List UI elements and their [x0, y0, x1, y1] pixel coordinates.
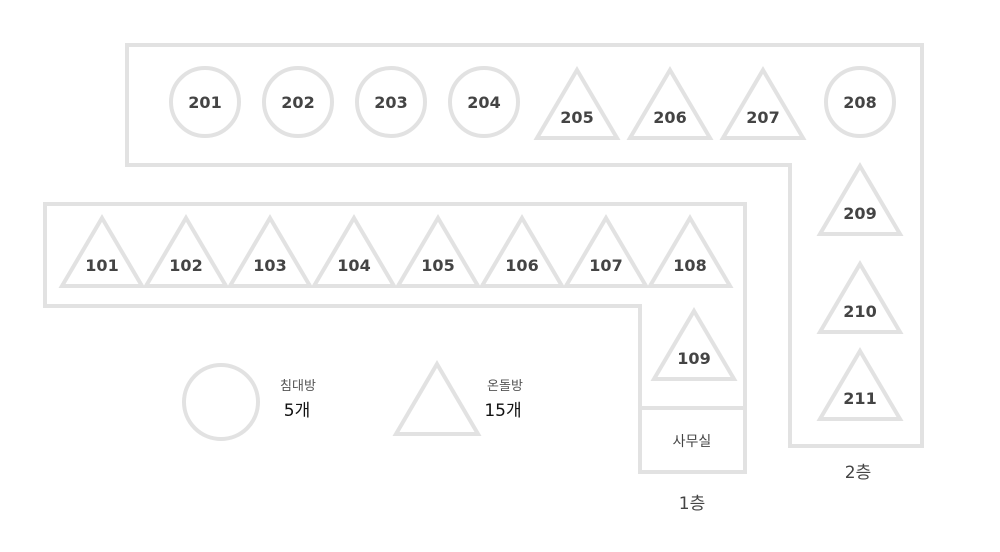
room-208: 208 — [824, 66, 896, 138]
room-number-label: 109 — [677, 349, 710, 368]
room-209: 209 — [816, 162, 904, 236]
room-number-label: 103 — [253, 256, 286, 275]
room-104: 104 — [310, 214, 398, 288]
legend-circle-icon — [182, 363, 260, 441]
room-number-label: 104 — [337, 256, 370, 275]
room-triangle-icon — [142, 214, 230, 288]
room-106: 106 — [478, 214, 566, 288]
room-number-label: 209 — [843, 204, 876, 223]
floor2-label: 2층 — [845, 463, 871, 483]
room-circle-icon — [262, 66, 334, 138]
legend-triangle-count: 15개 — [484, 401, 521, 421]
room-211: 211 — [816, 347, 904, 421]
room-number-label: 206 — [653, 108, 686, 127]
room-circle-icon — [169, 66, 241, 138]
room-101: 101 — [58, 214, 146, 288]
room-triangle-icon — [478, 214, 566, 288]
room-203: 203 — [355, 66, 427, 138]
room-triangle-icon — [816, 347, 904, 421]
room-triangle-icon — [394, 214, 482, 288]
legend-triangle-name: 온돌방 — [487, 379, 523, 394]
room-number-label: 201 — [188, 93, 221, 112]
room-number-label: 204 — [467, 93, 500, 112]
room-number-label: 202 — [281, 93, 314, 112]
rooms-layer: 201 202 203 204 205 206 207 208 209 210 211 101 102 1… — [58, 66, 904, 421]
room-number-label: 205 — [560, 108, 593, 127]
room-206: 206 — [626, 66, 714, 140]
room-number-label: 105 — [421, 256, 454, 275]
floor1-outline — [43, 202, 747, 474]
room-triangle-icon — [310, 214, 398, 288]
room-207: 207 — [719, 66, 807, 140]
room-103: 103 — [226, 214, 314, 288]
room-triangle-icon — [533, 66, 621, 140]
office-label: 사무실 — [673, 434, 712, 450]
room-205: 205 — [533, 66, 621, 140]
room-number-label: 102 — [169, 256, 202, 275]
room-107: 107 — [562, 214, 650, 288]
room-triangle-icon — [646, 214, 734, 288]
room-210: 210 — [816, 260, 904, 334]
room-circle-icon — [448, 66, 520, 138]
floor2-outline — [125, 43, 924, 448]
room-102: 102 — [142, 214, 230, 288]
room-number-label: 203 — [374, 93, 407, 112]
room-108: 108 — [646, 214, 734, 288]
room-number-label: 108 — [673, 256, 706, 275]
room-triangle-icon — [58, 214, 146, 288]
room-triangle-icon — [719, 66, 807, 140]
room-number-label: 210 — [843, 302, 876, 321]
room-triangle-icon — [226, 214, 314, 288]
room-triangle-icon — [816, 162, 904, 236]
legend-circle-count: 5개 — [284, 401, 310, 421]
room-201: 201 — [169, 66, 241, 138]
room-triangle-icon — [650, 307, 738, 381]
room-number-label: 107 — [589, 256, 622, 275]
room-triangle-icon — [626, 66, 714, 140]
room-triangle-icon — [816, 260, 904, 334]
room-circle-icon — [824, 66, 896, 138]
room-number-label: 208 — [843, 93, 876, 112]
room-number-label: 211 — [843, 389, 876, 408]
room-number-label: 207 — [746, 108, 779, 127]
room-circle-icon — [355, 66, 427, 138]
room-number-label: 106 — [505, 256, 538, 275]
legend-circle-name: 침대방 — [280, 379, 316, 394]
room-105: 105 — [394, 214, 482, 288]
room-204: 204 — [448, 66, 520, 138]
room-number-label: 101 — [85, 256, 118, 275]
room-109: 109 — [650, 307, 738, 381]
room-202: 202 — [262, 66, 334, 138]
floor1-label: 1층 — [679, 494, 705, 514]
legend-triangle-icon — [392, 360, 482, 436]
room-triangle-icon — [562, 214, 650, 288]
